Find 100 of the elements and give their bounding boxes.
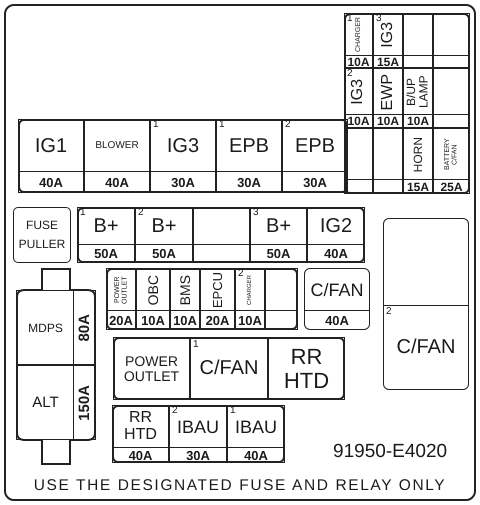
relay-label: C/FAN: [198, 358, 260, 379]
position-number: 1: [80, 208, 86, 218]
fuse-slot: [403, 68, 433, 128]
fuse-rating: 40A: [128, 448, 152, 462]
position-number: 1: [219, 120, 225, 130]
fuse-rating: 10A: [376, 115, 399, 127]
fuse-label: B+: [93, 216, 119, 237]
fuse-slot: [344, 68, 373, 128]
fuse-block: [112, 405, 285, 463]
fuse-block: [16, 268, 96, 465]
fuse-label: EPB: [228, 136, 270, 156]
fuse-slot: [227, 405, 285, 463]
fuse-rating: 10A: [173, 314, 197, 326]
position-number: 2: [138, 208, 144, 218]
fuse-rating: 25A: [440, 180, 462, 192]
fuse-label: B+: [266, 216, 292, 237]
fuse-label: IBAU: [234, 418, 277, 436]
fuse-slot: [403, 13, 433, 68]
fuse-puller-slot: [13, 207, 71, 263]
fuse-slot: [304, 268, 370, 330]
fuse-rating: 10A: [406, 115, 429, 127]
fuse-rating: 30A: [171, 176, 195, 188]
fuse-slot: [373, 128, 403, 194]
fuse-slot: [250, 207, 307, 263]
position-number: 1: [193, 340, 199, 350]
position-number: 2: [172, 406, 178, 416]
fuse-slot: [136, 268, 170, 330]
fuse-rating: 50A: [94, 247, 118, 260]
fuse-slot: [16, 290, 96, 365]
fuse-label: EPB: [294, 136, 336, 156]
fuse-slot: [433, 68, 470, 128]
fuse-label: B/UP LAMP: [405, 74, 431, 110]
fuse-rating: 10A: [347, 56, 370, 68]
instruction-note: USE THE DESIGNATED FUSE AND RELAY ONLY: [32, 477, 448, 495]
relay-slot: [268, 337, 345, 400]
fuse-label: IG1: [34, 136, 68, 156]
fuse-slot: [16, 365, 96, 440]
fuse-label: EWP: [380, 74, 396, 110]
fuse-rating: 150A: [76, 384, 92, 420]
fuse-slot: [216, 119, 282, 193]
fuse-block: [106, 268, 298, 330]
fuse-slot: [344, 13, 373, 68]
position-number: 1: [153, 120, 159, 130]
relay-label: RR HTD: [282, 345, 330, 392]
fuse-label: MDPS: [28, 320, 63, 334]
fuse-block: [18, 119, 348, 193]
fuse-label: IG2: [320, 216, 352, 237]
fuse-slot: [403, 128, 433, 194]
fuse-slot: [18, 119, 84, 193]
relay-slot: [383, 218, 469, 390]
fuse-block: [77, 207, 365, 263]
fuse-slot: [373, 13, 403, 68]
fuse-block: [113, 337, 345, 400]
fuse-slot: [433, 128, 470, 194]
fuse-rating: 50A: [266, 247, 290, 260]
position-number: 3: [253, 208, 259, 218]
fuse-rating: 20A: [109, 314, 133, 326]
fuse-slot: [433, 13, 470, 68]
relay-slot: [190, 337, 268, 400]
fuse-slot: [200, 268, 235, 330]
fuse-label: HORN: [412, 136, 424, 172]
position-number: 3: [376, 14, 382, 24]
fuse-slot: [170, 268, 200, 330]
fuse-label: IG3: [380, 22, 396, 48]
fuse-rating: 10A: [238, 314, 262, 326]
fuse-rating: 15A: [406, 180, 429, 192]
fuse-rating: 40A: [39, 176, 63, 188]
fuse-slot: [84, 119, 150, 193]
fuse-rating: 15A: [376, 56, 399, 68]
fuse-rating: 40A: [105, 176, 129, 188]
position-number: 2: [285, 120, 291, 130]
fuse-label: B+: [151, 216, 177, 237]
fuse-slot: [106, 268, 136, 330]
fuse-slot: [307, 207, 365, 263]
fuse-slot: [265, 268, 298, 330]
position-number: 1: [347, 14, 353, 24]
fuse-rating: 40A: [324, 247, 348, 260]
relay-label: C/FAN: [396, 336, 456, 358]
fuse-rating: 30A: [186, 448, 210, 462]
fuse-rating: 80A: [76, 314, 92, 342]
fuse-label: BLOWER: [95, 140, 139, 152]
fuse-label: C/FAN: [310, 280, 364, 300]
fuse-slot: [150, 119, 216, 193]
fuse-label: RR HTD: [123, 410, 158, 444]
fuse-rating: 10A: [141, 314, 165, 326]
fuse-rating: 50A: [152, 247, 176, 260]
position-number: 2: [347, 69, 353, 79]
relay-slot: [113, 337, 190, 400]
fuse-rating: 10A: [347, 115, 370, 127]
fuse-slot: [193, 207, 250, 263]
position-number: 1: [230, 406, 236, 416]
fuse-label: IG3: [350, 79, 367, 105]
fuse-slot: [169, 405, 227, 463]
fuse-puller-label: FUSE PULLER: [18, 216, 66, 253]
fuse-slot: [135, 207, 193, 263]
fuse-label: BMS: [178, 274, 192, 306]
fuse-label: OBC: [146, 274, 160, 306]
position-number: 2: [238, 269, 244, 279]
fuse-rating: 40A: [325, 314, 349, 326]
relay-label: POWER OUTLET: [122, 354, 180, 384]
